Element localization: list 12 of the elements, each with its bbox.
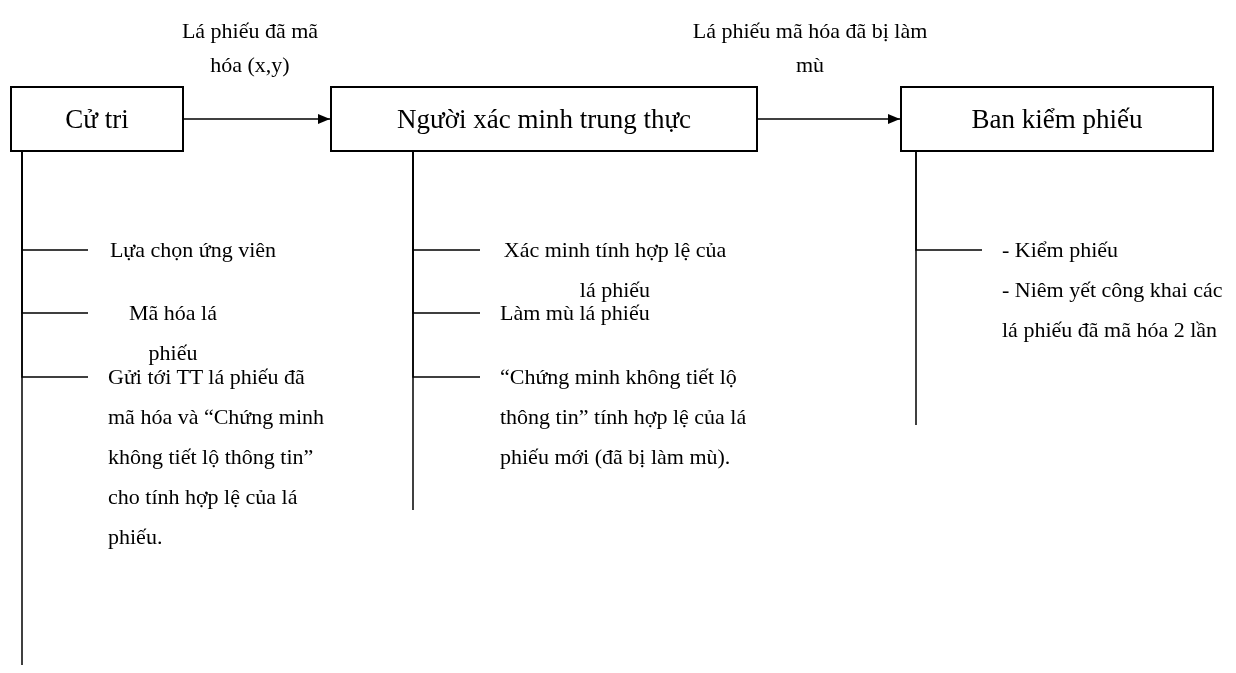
- connector-line: [412, 151, 481, 378]
- connector-line: [21, 151, 89, 378]
- actor-box: Ban kiểm phiếu: [900, 86, 1214, 152]
- arrow: [757, 114, 901, 124]
- actor-box: Người xác minh trung thực: [330, 86, 758, 152]
- arrow: [183, 114, 331, 124]
- connector-line: [915, 151, 983, 251]
- task-text: “Chứng minh không tiết lộ thông tin” tính hợp lệ của lá phiếu mới (đã bị làm mù).: [480, 357, 780, 477]
- task-text: Lựa chọn ứng viên: [88, 230, 278, 270]
- actor-box: Cử tri: [10, 86, 184, 152]
- task-text: - Kiểm phiếu: [1002, 236, 1120, 264]
- task-text: - Niêm yết công khai các lá phiếu đã mã hóa 2 lần: [1002, 276, 1224, 344]
